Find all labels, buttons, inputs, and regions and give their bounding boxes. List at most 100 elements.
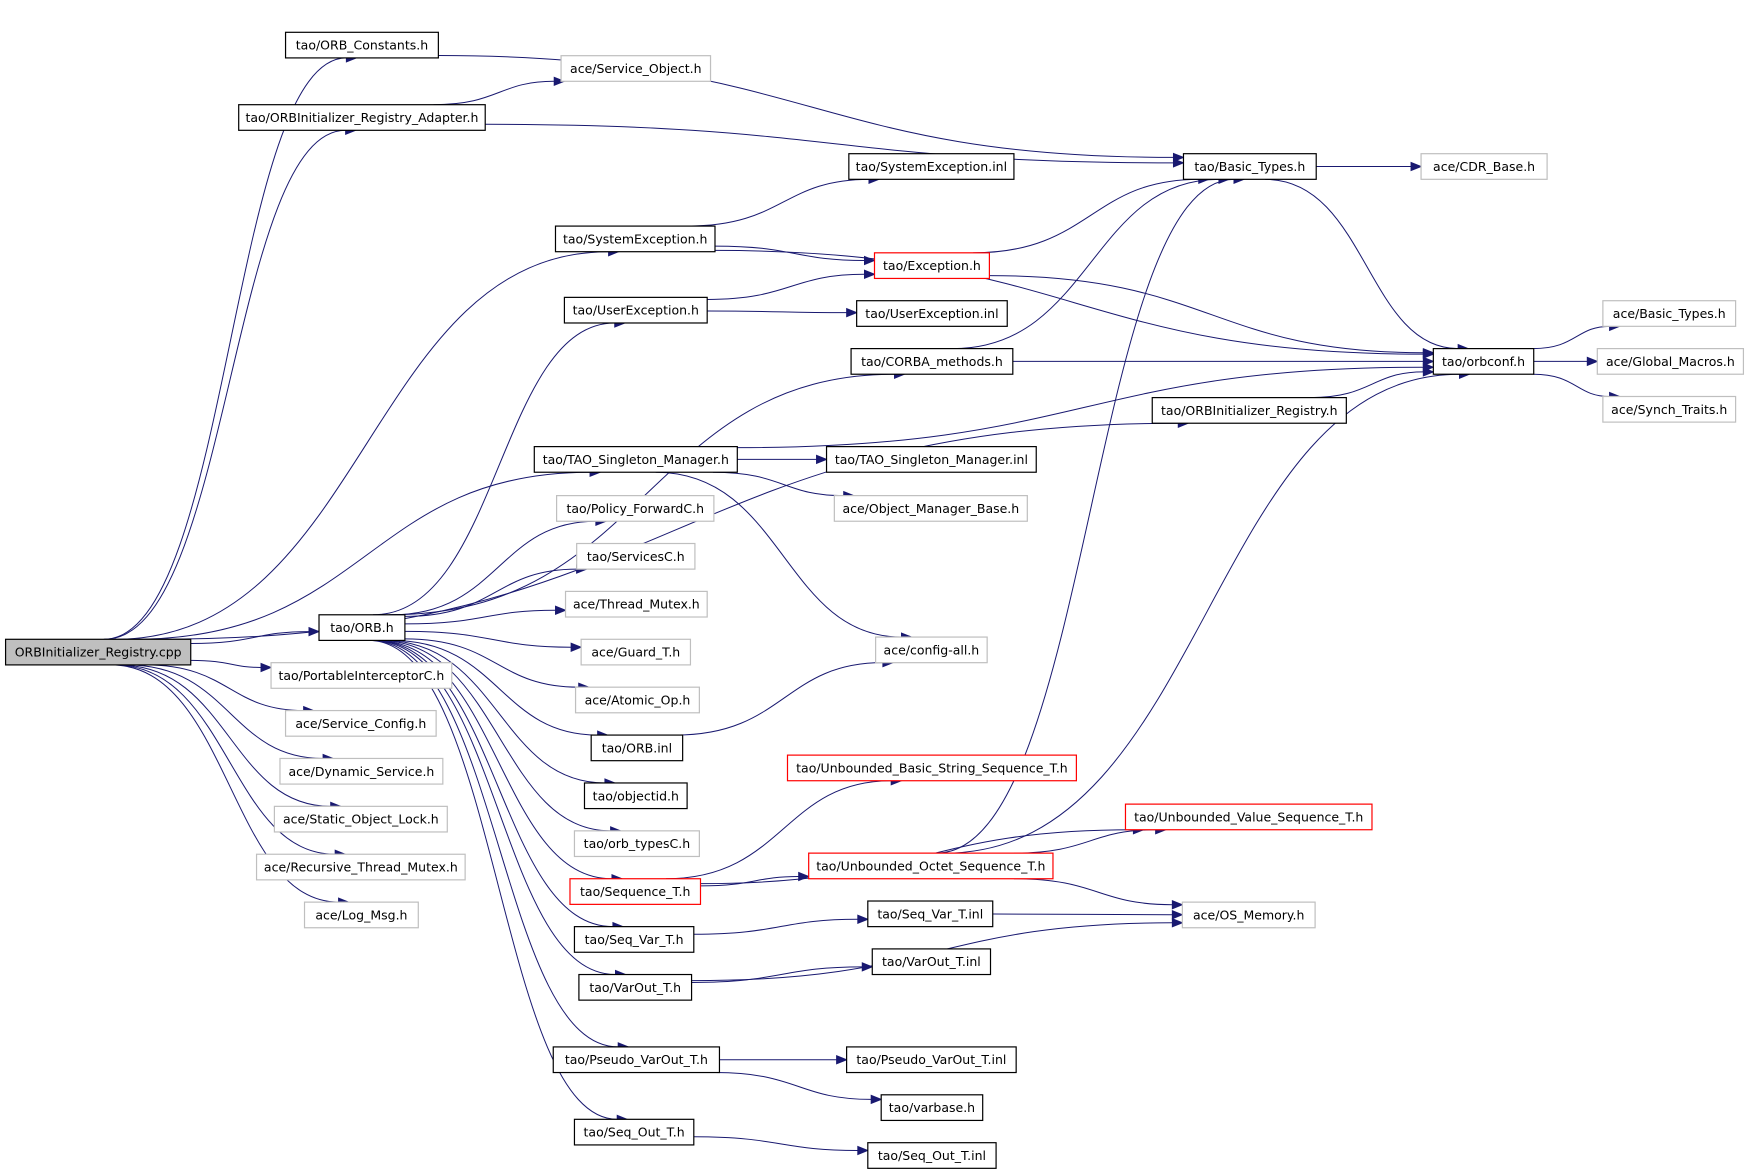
include-edge-root-to-portable_interceptorc [190, 659, 273, 673]
node-object_manager_base[interactable]: ace/Object_Manager_Base.h [833, 495, 1028, 522]
node-box [279, 757, 444, 785]
node-thread_mutex[interactable]: ace/Thread_Mutex.h [564, 590, 708, 618]
node-seq_out_inl[interactable]: tao/Seq_Out_T.inl [867, 1142, 997, 1169]
node-varout_h[interactable]: tao/VarOut_T.h [578, 973, 693, 1001]
include-edge-unb_octet_seq-to-os_memory [1013, 878, 1184, 910]
edge-line [391, 520, 596, 616]
node-guard_t[interactable]: ace/Guard_T.h [580, 638, 692, 666]
node-corba_methods[interactable]: tao/CORBA_methods.h [850, 348, 1014, 375]
node-orbinit_reg[interactable]: tao/ORBInitializer_Registry.h [1151, 397, 1347, 424]
edge-line [433, 80, 555, 106]
node-box [786, 754, 1077, 782]
node-label: tao/VarOut_T.h [589, 980, 681, 995]
edges-layer [103, 53, 1621, 1156]
node-box [848, 153, 1015, 180]
node-orbinit_reg_adapter[interactable]: tao/ORBInitializer_Registry_Adapter.h [238, 104, 486, 131]
node-exception_h[interactable]: tao/Exception.h [873, 252, 990, 280]
include-edge-userexc_h-to-exception_h [707, 269, 876, 300]
node-seq_var_h[interactable]: tao/Seq_Var_T.h [573, 926, 695, 953]
node-box [1432, 348, 1535, 375]
node-sequence_t[interactable]: tao/Sequence_T.h [569, 878, 702, 905]
node-label: tao/Unbounded_Value_Sequence_T.h [1134, 809, 1363, 824]
edge-line [992, 913, 1173, 916]
node-cdr_base[interactable]: ace/CDR_Base.h [1420, 153, 1548, 180]
node-ace_basic_types[interactable]: ace/Basic_Types.h [1602, 300, 1737, 327]
arrowhead-icon [555, 605, 567, 615]
edge-line [1265, 178, 1459, 350]
node-log_msg[interactable]: ace/Log_Msg.h [303, 901, 419, 929]
node-pseudo_varout_inl[interactable]: tao/Pseudo_VarOut_T.inl [846, 1046, 1017, 1074]
node-userexc_h[interactable]: tao/UserException.h [563, 296, 708, 324]
node-box [1151, 397, 1347, 424]
edge-line [737, 366, 1424, 449]
node-sysexc_inl[interactable]: tao/SystemException.inl [848, 153, 1015, 180]
node-box [590, 734, 684, 762]
node-sysexc_h[interactable]: tao/SystemException.h [554, 225, 716, 253]
node-varout_inl[interactable]: tao/VarOut_T.inl [871, 948, 992, 976]
node-service_object[interactable]: ace/Service_Object.h [560, 55, 712, 82]
node-synch_traits[interactable]: ace/Synch_Traits.h [1602, 395, 1737, 423]
node-os_memory[interactable]: ace/OS_Memory.h [1181, 901, 1316, 929]
nodes-layer: ORBInitializer_Registry.cpptao/ORB_Const… [4, 31, 1745, 1169]
node-orb_constants[interactable]: tao/ORB_Constants.h [284, 31, 439, 59]
node-label: tao/ServicesC.h [587, 549, 685, 564]
node-label: tao/ORB.h [330, 620, 393, 635]
edge-line [382, 639, 605, 784]
node-label: tao/varbase.h [889, 1100, 975, 1115]
node-orb_inl[interactable]: tao/ORB.inl [590, 734, 684, 762]
arrowhead-icon [857, 1145, 870, 1156]
arrowhead-icon [260, 662, 273, 673]
include-edge-sequence_t-to-unb_octet_seq [700, 871, 811, 887]
node-box [1420, 153, 1548, 180]
node-basic_types_tao[interactable]: tao/Basic_Types.h [1182, 153, 1317, 180]
node-userexc_inl[interactable]: tao/UserException.inl [856, 300, 1008, 327]
node-unb_value_seq[interactable]: tao/Unbounded_Value_Sequence_T.h [1124, 803, 1373, 831]
node-varbase[interactable]: tao/varbase.h [880, 1094, 984, 1122]
node-recursive_thread_mutex[interactable]: ace/Recursive_Thread_Mutex.h [255, 853, 466, 881]
include-edge-orb_h-to-corba_methods [389, 369, 906, 616]
node-orb_typesc[interactable]: tao/orb_typesC.h [573, 830, 700, 858]
node-tao_singleton_inl[interactable]: tao/TAO_Singleton_Manager.inl [825, 446, 1037, 473]
node-dynamic_service[interactable]: ace/Dynamic_Service.h [279, 757, 444, 785]
node-box [846, 1046, 1017, 1074]
node-service_config[interactable]: ace/Service_Config.h [284, 709, 437, 737]
node-label: ace/Thread_Mutex.h [573, 597, 700, 612]
edge-line [145, 664, 304, 712]
node-atomic_op[interactable]: ace/Atomic_Op.h [574, 686, 700, 714]
edge-line [715, 1072, 872, 1100]
node-config_all[interactable]: ace/config-all.h [875, 636, 988, 664]
node-global_macros[interactable]: ace/Global_Macros.h [1596, 348, 1745, 375]
edge-line [375, 639, 612, 880]
include-edge-basic_types_tao-to-cdr_base [1316, 161, 1423, 172]
edge-line [133, 471, 591, 640]
node-portable_interceptorc[interactable]: tao/PortableInterceptorC.h [270, 662, 453, 689]
node-box [318, 614, 406, 642]
include-edge-seq_var_inl-to-os_memory [992, 909, 1184, 920]
node-static_object_lock[interactable]: ace/Static_Object_Lock.h [273, 805, 448, 833]
node-label: ace/Object_Manager_Base.h [842, 501, 1019, 516]
edge-line [404, 609, 556, 625]
node-objectid[interactable]: tao/objectid.h [583, 782, 688, 810]
node-box [867, 1142, 997, 1169]
node-box [1181, 901, 1316, 929]
node-orb_h[interactable]: tao/ORB.h [318, 614, 406, 642]
node-label: ace/CDR_Base.h [1433, 159, 1535, 174]
node-orbconf[interactable]: tao/orbconf.h [1432, 348, 1535, 375]
include-edge-tao_singleton_h-to-tao_singleton_inl [737, 454, 828, 465]
node-box [270, 662, 453, 689]
node-seq_var_inl[interactable]: tao/Seq_Var_T.inl [867, 900, 994, 928]
node-box [856, 300, 1008, 327]
node-unb_basic_str_seq[interactable]: tao/Unbounded_Basic_String_Sequence_T.h [786, 754, 1077, 782]
node-seq_out_h[interactable]: tao/Seq_Out_T.h [573, 1118, 695, 1146]
node-box [574, 686, 700, 714]
include-edge-tao_singleton_h-to-object_manager_base [712, 471, 856, 501]
arrowhead-icon [1172, 158, 1185, 168]
node-pseudo_varout_h[interactable]: tao/Pseudo_VarOut_T.h [552, 1046, 721, 1074]
edge-line [391, 639, 598, 736]
node-policy_forwardc[interactable]: tao/Policy_ForwardC.h [556, 495, 715, 522]
include-edge-orbinit_reg_adapter-to-basic_types_tao [485, 123, 1185, 168]
include-edge-orbinit_reg_adapter-to-service_object [433, 76, 566, 106]
node-servicesc[interactable]: tao/ServicesC.h [576, 542, 696, 570]
node-unb_octet_seq[interactable]: tao/Unbounded_Octet_Sequence_T.h [808, 852, 1054, 880]
node-tao_singleton_h[interactable]: tao/TAO_Singleton_Manager.h [533, 446, 738, 473]
